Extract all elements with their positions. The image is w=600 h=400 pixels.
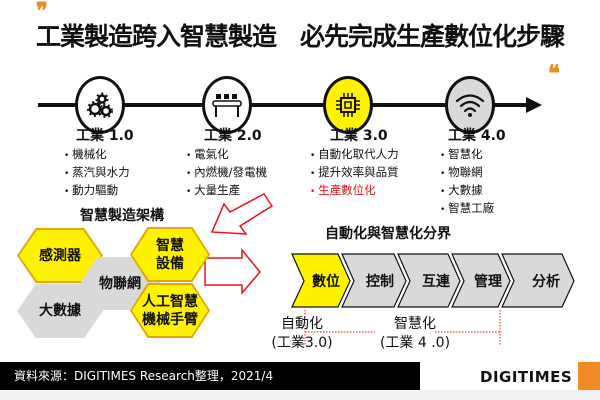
digitimes-logo: DIGITIMES xyxy=(480,368,573,386)
bullet-highlight: 生產數位化 xyxy=(310,182,399,200)
chevron-shapes xyxy=(291,253,575,308)
orange-brand-block xyxy=(578,362,600,390)
hex-ai-arm-label: 人工智慧 機械手臂 xyxy=(132,285,208,336)
bullet: 物聯網 xyxy=(440,164,494,182)
bullet: 動力驅動 xyxy=(64,182,130,200)
bullet: 大數據 xyxy=(440,182,494,200)
bullet: 內燃機/發電機 xyxy=(186,164,267,182)
red-arrows xyxy=(204,193,274,296)
open-quote-icon: ❞ xyxy=(36,0,48,24)
smart-title: 智慧化 xyxy=(394,316,436,332)
hex-bigdata-label: 大數據 xyxy=(39,303,81,319)
bullet: 自動化取代人力 xyxy=(310,146,399,164)
chip-icon xyxy=(323,76,373,134)
bullet: 大量生產 xyxy=(186,182,267,200)
automation-label: 自動化 (工業3.0) xyxy=(268,315,336,353)
stage-2-bullets: 電氣化 內燃機/發電機 大量生產 xyxy=(186,146,267,200)
hex-smart-equipment-label: 智慧 設備 xyxy=(132,229,208,280)
wifi-icon xyxy=(445,76,495,134)
step-digital: 數位 xyxy=(312,273,340,290)
automation-sub: (工業3.0) xyxy=(271,335,333,351)
stage-1-bullets: 機械化 蒸汽與水力 動力驅動 xyxy=(64,146,130,200)
step-interconnect: 互連 xyxy=(422,273,450,290)
bullet: 電氣化 xyxy=(186,146,267,164)
bullet: 蒸汽與水力 xyxy=(64,164,130,182)
stage-label-2: 工業 2.0 xyxy=(204,128,262,144)
hex-iot-label: 物聯網 xyxy=(99,275,141,292)
bullet: 機械化 xyxy=(64,146,130,164)
stage-label-4: 工業 4.0 xyxy=(448,128,506,144)
stage-label-3: 工業 3.0 xyxy=(330,128,388,144)
bullet: 智慧化 xyxy=(440,146,494,164)
stage-4-bullets: 智慧化 物聯網 大數據 智慧工廠 xyxy=(440,146,494,218)
stage-3-bullets: 自動化取代人力 提升效率與品質 生產數位化 xyxy=(310,146,399,200)
gears-icon xyxy=(75,76,125,134)
automation-title: 自動化 xyxy=(281,316,323,332)
step-manage: 管理 xyxy=(474,273,502,290)
boundary-title: 自動化與智慧化分界 xyxy=(325,226,451,242)
hex-smart-equipment: 智慧 設備 xyxy=(130,227,210,282)
conveyor-icon xyxy=(202,76,252,134)
step-control: 控制 xyxy=(366,273,394,290)
bottom-strip xyxy=(0,390,600,400)
smart-label: 智慧化 (工業 4 .0) xyxy=(370,315,460,353)
bullet: 提升效率與品質 xyxy=(310,164,399,182)
architecture-title: 智慧製造架構 xyxy=(80,208,164,224)
stage-label-1: 工業 1.0 xyxy=(76,128,134,144)
boundary-dotted-lines xyxy=(304,310,501,346)
page-title: 工業製造跨入智慧製造 必先完成生產數位化步驟 xyxy=(35,22,565,51)
source-footer: 資料來源：DIGITIMES Research整理，2021/4 xyxy=(0,362,420,390)
bullet: 智慧工廠 xyxy=(440,200,494,218)
step-analyze: 分析 xyxy=(532,273,560,290)
smart-sub: (工業 4 .0) xyxy=(379,335,451,351)
hex-bigdata: 大數據 xyxy=(17,284,103,338)
hex-ai-arm: 人工智慧 機械手臂 xyxy=(130,283,210,338)
